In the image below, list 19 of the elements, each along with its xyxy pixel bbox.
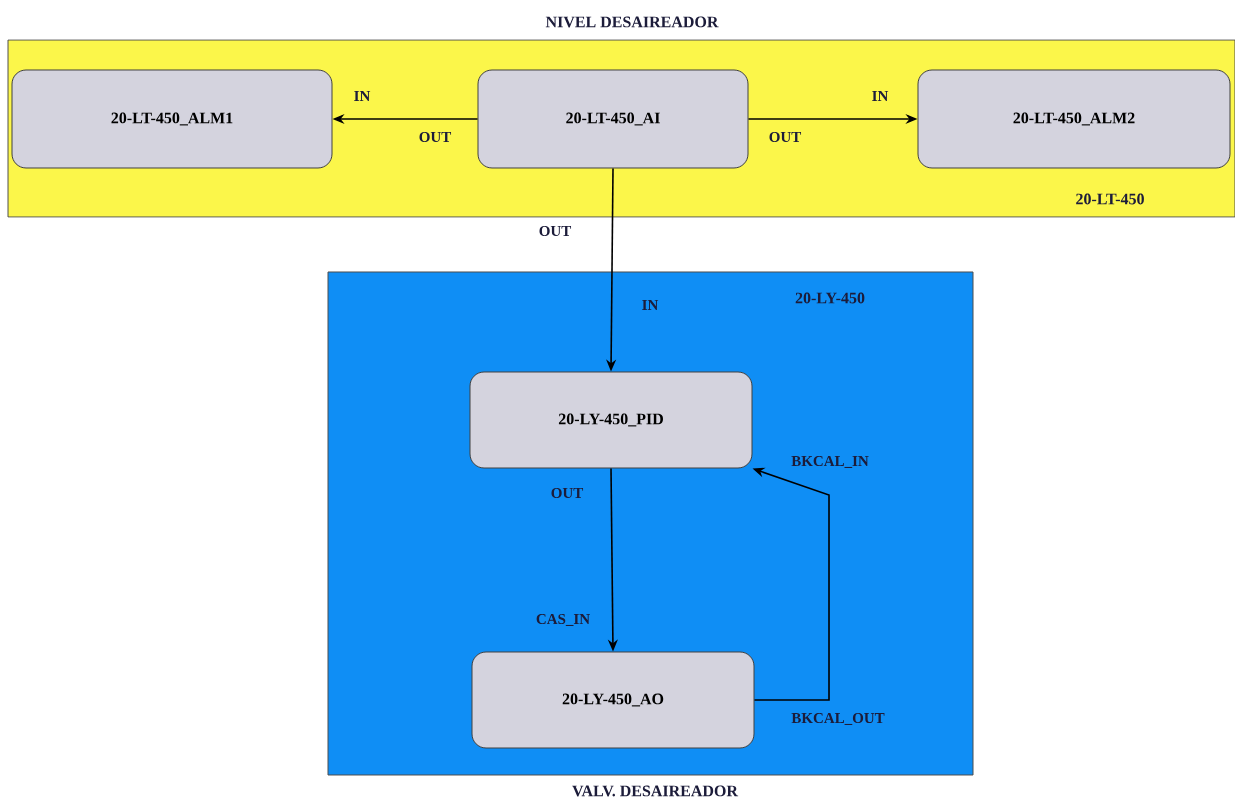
port-label: OUT xyxy=(539,225,571,237)
port-label: IN xyxy=(354,91,371,101)
band-heading: NIVEL DESAIREADOR xyxy=(545,16,719,28)
block-box: 20-LT-450_AI xyxy=(477,69,749,169)
port-label: OUT xyxy=(769,131,801,143)
block-box: 20-LY-450_AO xyxy=(471,651,755,749)
block-box: 20-LT-450_ALM2 xyxy=(917,69,1231,169)
band-caption: 20-LT-450 xyxy=(1076,193,1144,205)
block-box: 20-LY-450_PID xyxy=(469,371,753,469)
band-caption: VALV. DESAIREADOR xyxy=(572,785,739,797)
port-label: IN xyxy=(872,91,889,101)
port-label: OUT xyxy=(419,131,451,143)
port-label: BKCAL_OUT xyxy=(791,713,885,725)
port-label: OUT xyxy=(551,487,583,499)
band-heading: 20-LY-450 xyxy=(795,292,865,304)
port-label: BKCAL_IN xyxy=(791,456,869,468)
block-box: 20-LT-450_ALM1 xyxy=(11,69,333,169)
port-label: CAS_IN xyxy=(536,614,590,626)
port-label: IN xyxy=(642,300,659,310)
